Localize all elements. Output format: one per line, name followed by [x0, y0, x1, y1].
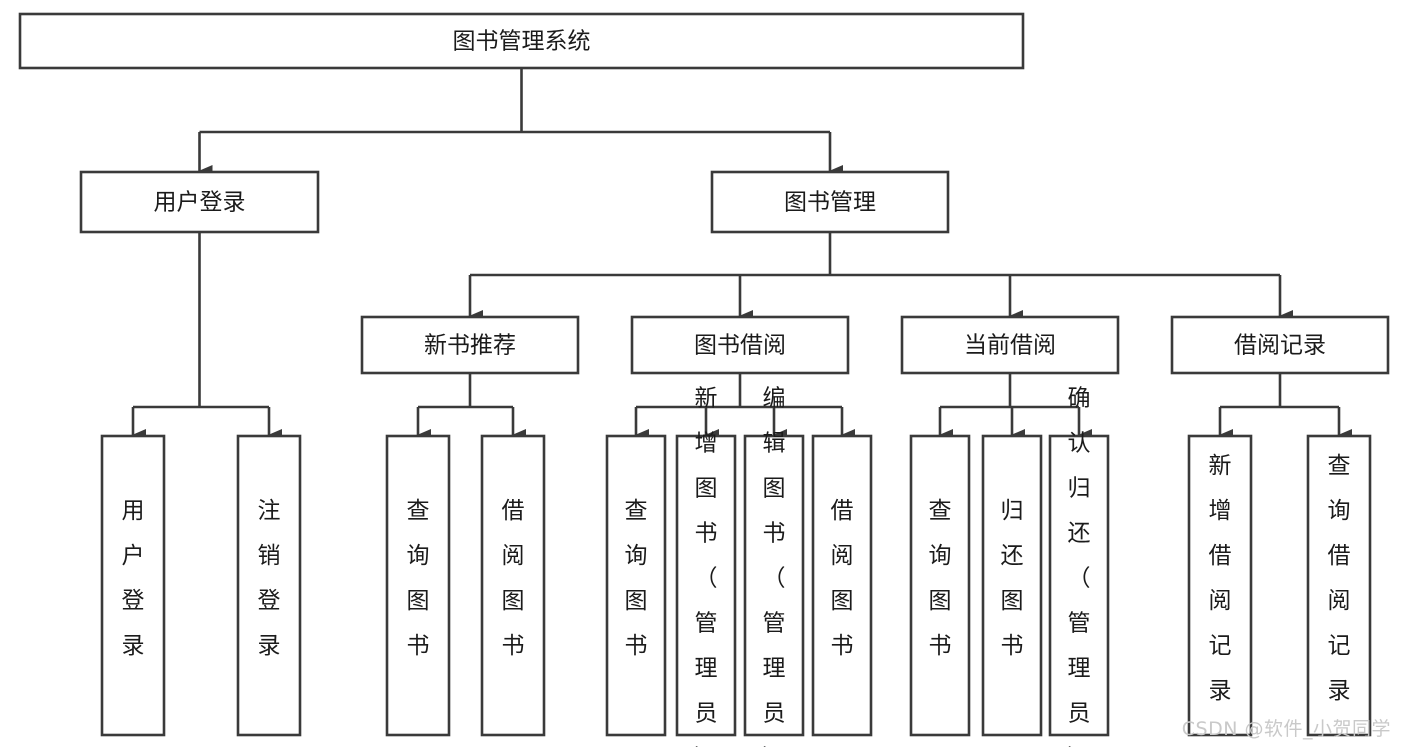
- leaf-box-12-rect[interactable]: [1306, 434, 1372, 737]
- leaf-box-3-rect[interactable]: [480, 434, 546, 737]
- connector-layer: [131, 68, 1352, 441]
- root-box-rect[interactable]: [18, 12, 1025, 70]
- leaf-box-5[interactable]: 新增图书（管理员）: [675, 386, 737, 747]
- level3-box-当前借阅-2[interactable]: 当前借阅: [900, 315, 1120, 375]
- leaf-box-6-rect[interactable]: [743, 434, 805, 737]
- root-box-label: 图书管理系统: [453, 29, 591, 55]
- level2-box-图书管理-1-rect[interactable]: [710, 170, 950, 234]
- leaf-box-4[interactable]: 查询图书: [605, 434, 667, 737]
- level3-box-图书借阅-1-rect[interactable]: [630, 315, 850, 375]
- leaf-box-1[interactable]: 注销登录: [236, 434, 302, 737]
- leaf-box-5-label: 新增图书（管理员）: [695, 386, 718, 747]
- leaf-box-9[interactable]: 归还图书: [981, 434, 1043, 737]
- level2-box-用户登录-0[interactable]: 用户登录: [79, 170, 320, 234]
- leaf-box-7-rect[interactable]: [811, 434, 873, 737]
- leaf-box-7[interactable]: 借阅图书: [811, 434, 873, 737]
- leaf-box-7-label: 借阅图书: [831, 498, 854, 659]
- leaf-box-10[interactable]: 确认归还（管理员）: [1048, 386, 1110, 747]
- level3-box-图书借阅-1[interactable]: 图书借阅: [630, 315, 850, 375]
- leaf-box-3[interactable]: 借阅图书: [480, 434, 546, 737]
- leaf-box-11[interactable]: 新增借阅记录: [1187, 434, 1253, 737]
- leaf-box-10-rect[interactable]: [1048, 434, 1110, 737]
- level2-box-图书管理-1-label: 图书管理: [784, 190, 876, 216]
- leaf-box-10-label: 确认归还（管理员）: [1068, 386, 1091, 747]
- leaf-box-8-rect[interactable]: [909, 434, 971, 737]
- leaf-box-12-label: 查询借阅记录: [1328, 453, 1351, 704]
- leaf-box-4-rect[interactable]: [605, 434, 667, 737]
- leaf-box-6-label: 编辑图书（管理员）: [763, 386, 786, 747]
- level3-box-图书借阅-1-label: 图书借阅: [694, 333, 786, 359]
- leaf-box-1-label: 注销登录: [258, 498, 281, 659]
- leaf-box-4-label: 查询图书: [625, 498, 648, 659]
- level2-box-用户登录-0-label: 用户登录: [154, 190, 246, 216]
- leaf-box-11-label: 新增借阅记录: [1209, 453, 1232, 704]
- level2-box-用户登录-0-rect[interactable]: [79, 170, 320, 234]
- leaf-box-0[interactable]: 用户登录: [100, 434, 166, 737]
- leaf-box-9-rect[interactable]: [981, 434, 1043, 737]
- leaf-box-2-label: 查询图书: [407, 498, 430, 659]
- leaf-box-9-label: 归还图书: [1001, 498, 1024, 659]
- root-box[interactable]: 图书管理系统: [18, 12, 1025, 70]
- leaf-box-0-label: 用户登录: [122, 498, 145, 659]
- leaf-box-2[interactable]: 查询图书: [385, 434, 451, 737]
- level3-box-借阅记录-3-rect[interactable]: [1170, 315, 1390, 375]
- leaf-box-0-rect[interactable]: [100, 434, 166, 737]
- leaf-box-3-label: 借阅图书: [502, 498, 525, 659]
- level3-box-新书推荐-0-label: 新书推荐: [424, 333, 516, 359]
- level3-box-借阅记录-3-label: 借阅记录: [1234, 333, 1326, 359]
- leaf-box-12[interactable]: 查询借阅记录: [1306, 434, 1372, 737]
- leaf-box-5-rect[interactable]: [675, 434, 737, 737]
- level3-box-借阅记录-3[interactable]: 借阅记录: [1170, 315, 1390, 375]
- leaf-box-6[interactable]: 编辑图书（管理员）: [743, 386, 805, 747]
- leaf-box-1-rect[interactable]: [236, 434, 302, 737]
- level3-box-当前借阅-2-label: 当前借阅: [964, 333, 1056, 359]
- leaf-box-11-rect[interactable]: [1187, 434, 1253, 737]
- watermark-text: CSDN @软件_小贺同学: [1181, 718, 1391, 740]
- level2-box-图书管理-1[interactable]: 图书管理: [710, 170, 950, 234]
- leaf-box-8-label: 查询图书: [929, 498, 952, 659]
- level3-box-新书推荐-0-rect[interactable]: [360, 315, 580, 375]
- leaf-box-8[interactable]: 查询图书: [909, 434, 971, 737]
- level3-box-新书推荐-0[interactable]: 新书推荐: [360, 315, 580, 375]
- level3-box-当前借阅-2-rect[interactable]: [900, 315, 1120, 375]
- node-layer: 图书管理系统用户登录图书管理新书推荐图书借阅当前借阅借阅记录用户登录注销登录查询…: [18, 12, 1390, 747]
- leaf-box-2-rect[interactable]: [385, 434, 451, 737]
